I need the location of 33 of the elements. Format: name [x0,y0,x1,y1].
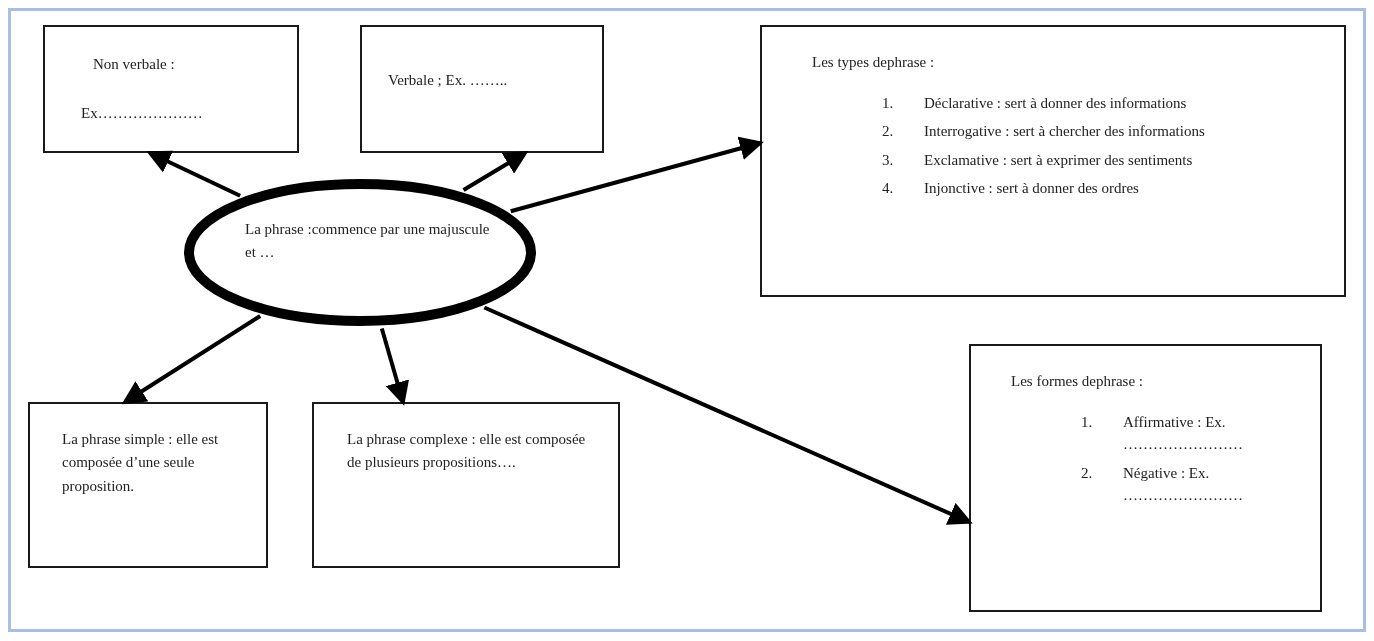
arrow [146,150,241,198]
list-number: 4. [882,179,895,198]
box-text: La phrase simple : elle est composée d’une seule proposition. [62,430,220,496]
list-item: Affirmative : Ex. …………………… [1123,412,1244,454]
list-item: Interrogative : sert à chercher des informations [924,122,1206,141]
box-heading: Les types dephrase : [812,53,936,72]
box-text: La phrase complexe : elle est composée de plusieurs propositions…. [347,430,587,473]
text-box [760,25,1346,297]
text-box [969,344,1322,612]
box-text: Verbale ; Ex. …….. [388,71,509,90]
text-box [312,402,620,568]
arrow [483,305,973,525]
example-line: Ex………………… [81,103,204,123]
box-text: La phrase :commence par une majuscule et … [245,220,491,263]
list-item: Injonctive : sert à donner des ordres [924,179,1140,198]
list-number: 2. [1081,463,1094,483]
box-heading: Non verbale : [92,55,176,74]
text-box [43,25,299,153]
arrow [462,150,529,192]
arrow [510,136,764,214]
list-number: 1. [1081,412,1094,432]
list-item: Exclamative : sert à exprimer des sentiments [924,150,1194,170]
list-number: 3. [882,150,895,170]
text-box [28,402,268,568]
list-item: Négative : Ex. …………………… [1123,463,1244,505]
central-ellipse [185,180,535,325]
list-number: 2. [882,122,895,141]
list-item: Déclarative : sert à donner des informations [924,93,1188,113]
arrow [121,314,262,405]
box-heading: Les formes dephrase : [1011,372,1145,391]
arrow [379,327,409,406]
list-number: 1. [882,93,895,113]
text-box [360,25,604,153]
